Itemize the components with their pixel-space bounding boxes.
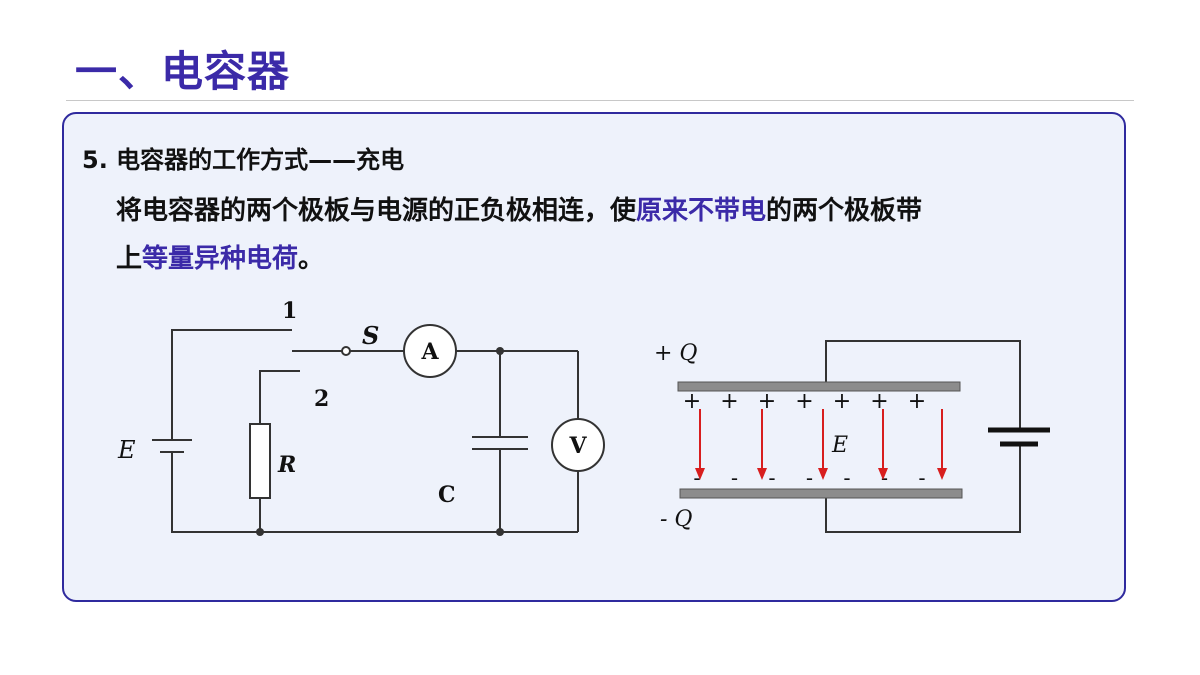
field-arrow-head	[937, 468, 947, 480]
ammeter-label: A	[420, 339, 439, 365]
section-heading: 5. 电容器的工作方式——充电	[82, 146, 405, 174]
plus-charge-sign: +	[870, 389, 888, 414]
bottom-plate	[679, 488, 963, 499]
emf-label: E	[117, 436, 136, 464]
plus-charge-sign: +	[758, 389, 776, 414]
charging-circuit	[152, 329, 579, 533]
minus-charge-sign: -	[693, 466, 700, 490]
field-label: E	[831, 433, 848, 458]
plus-charge-sign: +	[720, 389, 738, 414]
plate-wiring	[825, 340, 1021, 533]
minus-charge-sign: -	[881, 466, 888, 490]
positive-charge-label: + Q	[654, 341, 697, 366]
page-title: 一、电容器	[75, 47, 291, 96]
minus-charge-sign: -	[843, 466, 850, 490]
voltmeter-label: V	[568, 433, 587, 459]
paragraph-text: 上	[116, 244, 143, 274]
wire-left-bottom	[171, 452, 578, 533]
plus-charge-sign: +	[795, 389, 813, 414]
wire-bottom-plate	[825, 446, 1021, 533]
paragraph-text: 。	[298, 244, 325, 274]
wire-left-top	[171, 329, 292, 440]
paragraph-line-1: 将电容器的两个极板与电源的正负极相连，使原来不带电的两个极板带	[116, 190, 922, 227]
field-arrow-head	[878, 468, 888, 480]
title-divider	[66, 100, 1134, 101]
resistor-label: R	[277, 452, 296, 478]
highlight-uncharged: 原来不带电	[636, 196, 767, 226]
switch-pivot	[341, 346, 351, 356]
junction-dot	[496, 528, 504, 536]
minus-charge-sign: -	[918, 466, 925, 490]
wire-top-plate	[825, 340, 1021, 428]
paragraph-line-2: 上等量异种电荷。	[116, 238, 324, 275]
switch-label: S	[362, 321, 379, 350]
wire-terminal-2	[259, 370, 300, 424]
top-plate	[677, 381, 961, 392]
field-arrow-head	[695, 468, 705, 480]
junction-dot	[496, 347, 504, 355]
paragraph-text: 的两个极板带	[766, 196, 923, 226]
plate-marks: + + + + + + + - - - - - - -	[683, 389, 947, 490]
plus-charge-sign: +	[683, 389, 701, 414]
paragraph-text: 将电容器的两个极板与电源的正负极相连，使	[116, 196, 637, 226]
terminal-1-label: 1	[282, 298, 297, 324]
field-arrow-head	[757, 468, 767, 480]
negative-charge-label: - Q	[660, 507, 692, 532]
terminal-2-label: 2	[314, 386, 329, 412]
capacitor-label: C	[438, 482, 456, 508]
content-panel	[62, 112, 1126, 602]
plus-charge-sign: +	[908, 389, 926, 414]
resistor	[249, 423, 271, 499]
junction-dot	[256, 528, 264, 536]
voltmeter	[551, 418, 605, 472]
field-arrow-head	[818, 468, 828, 480]
ammeter	[403, 324, 457, 378]
plus-charge-sign: +	[833, 389, 851, 414]
minus-charge-sign: -	[731, 466, 738, 490]
minus-charge-sign: -	[768, 466, 775, 490]
minus-charge-sign: -	[806, 466, 813, 490]
highlight-equal-opposite-charge: 等量异种电荷	[142, 244, 299, 274]
